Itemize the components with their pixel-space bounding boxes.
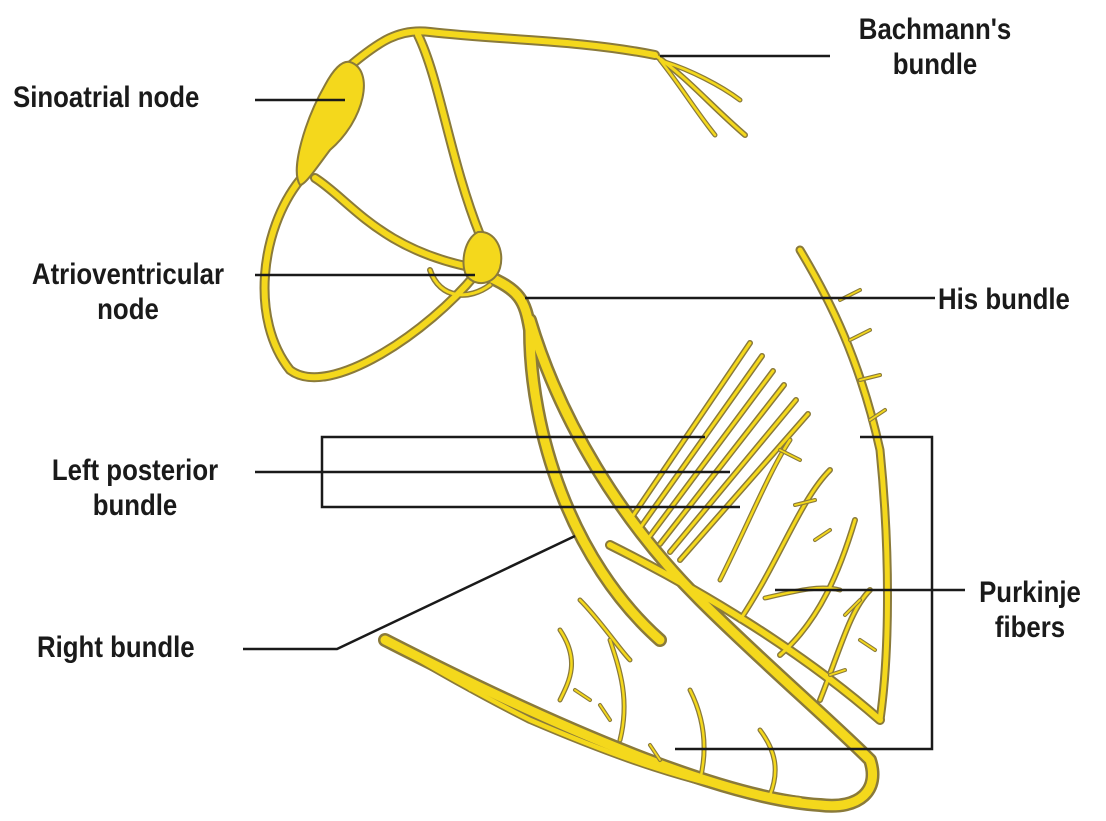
av-node-label: Atrioventricular node <box>21 257 236 328</box>
his-bundle-label: His bundle <box>938 282 1070 317</box>
purkinje-label-line2: fibers <box>970 610 1090 645</box>
av-node-label-line1: Atrioventricular <box>21 257 236 292</box>
left-posterior-label-line2: bundle <box>36 488 234 523</box>
bachmann-label-line1: Bachmann's <box>845 12 1026 47</box>
av-node-label-line2: node <box>21 292 236 327</box>
leader-right-bundle <box>243 536 575 649</box>
bachmann-label: Bachmann's bundle <box>845 12 1026 83</box>
conduction-fibers <box>265 31 888 806</box>
sinoatrial-label: Sinoatrial node <box>13 80 199 115</box>
leader-lines <box>243 56 965 749</box>
right-bundle-label: Right bundle <box>37 630 195 665</box>
right-bundle-label-text: Right bundle <box>37 630 195 665</box>
his-bundle-label-text: His bundle <box>938 282 1070 317</box>
purkinje-label: Purkinje fibers <box>970 575 1090 646</box>
sinoatrial-node-shape <box>297 62 364 185</box>
left-posterior-label-line1: Left posterior <box>36 453 234 488</box>
bachmann-label-line2: bundle <box>845 47 1026 82</box>
left-posterior-label: Left posterior bundle <box>36 453 234 524</box>
purkinje-label-line1: Purkinje <box>970 575 1090 610</box>
sinoatrial-label-text: Sinoatrial node <box>13 80 199 115</box>
